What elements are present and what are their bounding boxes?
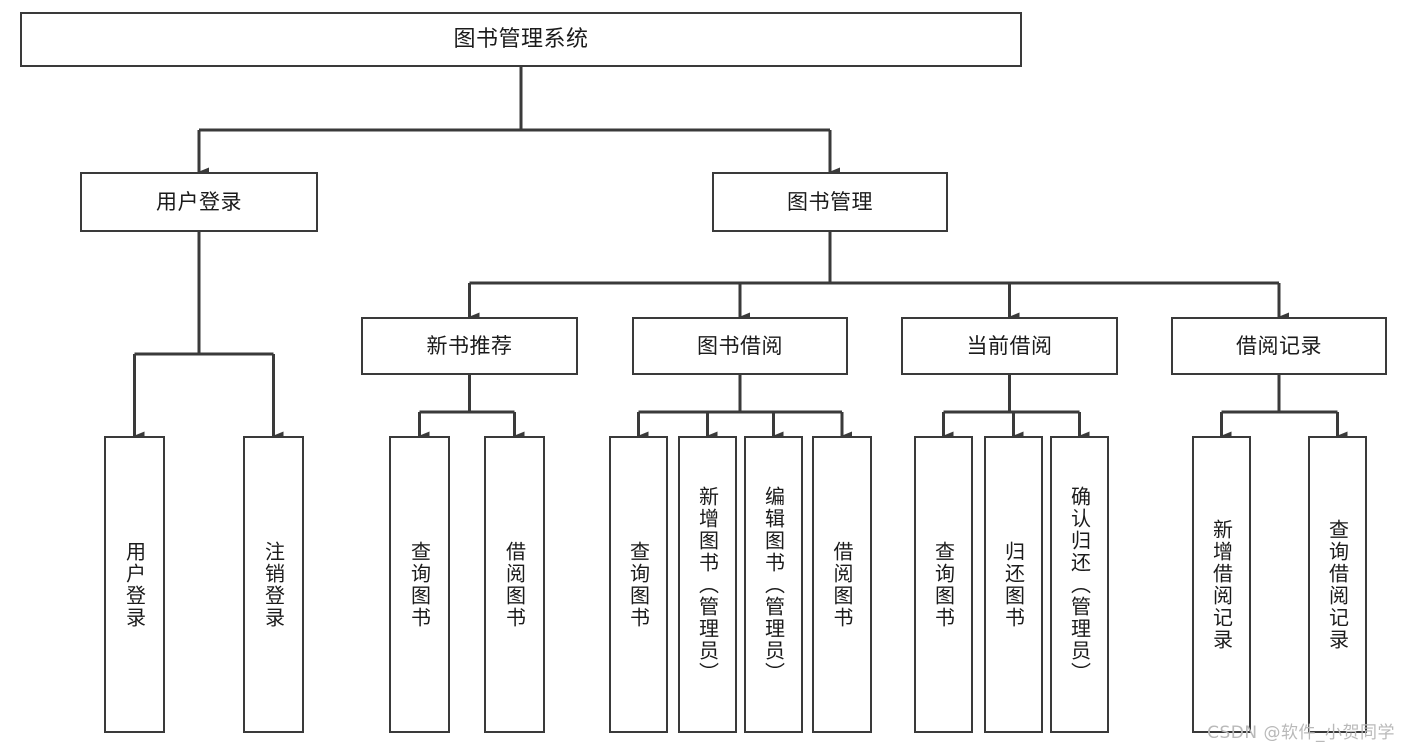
node-box-l2_2[interactable]: 当前借阅 bbox=[901, 317, 1118, 375]
node-box-l1_1[interactable]: 图书管理 bbox=[712, 172, 948, 232]
node-label: 新书推荐 bbox=[426, 333, 513, 358]
node-label: 新增借阅记录 bbox=[1209, 518, 1234, 651]
node-label: 编辑图书（管理员） bbox=[761, 485, 786, 684]
node-label: 图书管理系统 bbox=[453, 26, 589, 52]
node-label: 用户登录 bbox=[156, 189, 242, 214]
node-label: 归还图书 bbox=[1001, 540, 1026, 629]
connector-lines bbox=[133, 67, 1348, 441]
node-box-leaf_5[interactable]: 新增图书（管理员） bbox=[678, 436, 737, 733]
node-box-l2_0[interactable]: 新书推荐 bbox=[361, 317, 578, 375]
node-box-l1_0[interactable]: 用户登录 bbox=[80, 172, 318, 232]
node-box-l2_1[interactable]: 图书借阅 bbox=[632, 317, 848, 375]
node-label: 查询图书 bbox=[931, 540, 956, 629]
node-box-root[interactable]: 图书管理系统 bbox=[20, 12, 1022, 67]
node-label: 新增图书（管理员） bbox=[695, 485, 720, 684]
node-box-l2_3[interactable]: 借阅记录 bbox=[1171, 317, 1387, 375]
node-label: 借阅图书 bbox=[830, 540, 854, 629]
node-box-leaf_3[interactable]: 借阅图书 bbox=[484, 436, 545, 733]
node-box-leaf_8[interactable]: 查询图书 bbox=[914, 436, 973, 733]
node-label: 查询借阅记录 bbox=[1325, 518, 1350, 651]
node-label: 注销登录 bbox=[261, 540, 286, 629]
node-box-leaf_7[interactable]: 借阅图书 bbox=[812, 436, 872, 733]
node-label: 图书管理 bbox=[787, 189, 873, 214]
node-box-leaf_2[interactable]: 查询图书 bbox=[389, 436, 450, 733]
node-label: 借阅图书 bbox=[502, 540, 527, 629]
node-box-leaf_10[interactable]: 确认归还（管理员） bbox=[1050, 436, 1109, 733]
node-label: 当前借阅 bbox=[966, 333, 1053, 358]
node-box-leaf_0[interactable]: 用户登录 bbox=[104, 436, 165, 733]
node-box-leaf_6[interactable]: 编辑图书（管理员） bbox=[744, 436, 803, 733]
node-box-leaf_11[interactable]: 新增借阅记录 bbox=[1192, 436, 1251, 733]
node-box-leaf_12[interactable]: 查询借阅记录 bbox=[1308, 436, 1367, 733]
node-label: 图书借阅 bbox=[697, 333, 783, 358]
node-label: 借阅记录 bbox=[1236, 333, 1322, 358]
node-box-leaf_9[interactable]: 归还图书 bbox=[984, 436, 1043, 733]
node-label: 确认归还（管理员） bbox=[1067, 485, 1092, 684]
node-label: 查询图书 bbox=[407, 540, 432, 629]
node-label: 查询图书 bbox=[626, 540, 651, 629]
node-box-leaf_1[interactable]: 注销登录 bbox=[243, 436, 304, 733]
node-box-leaf_4[interactable]: 查询图书 bbox=[609, 436, 668, 733]
node-label: 用户登录 bbox=[122, 540, 147, 629]
